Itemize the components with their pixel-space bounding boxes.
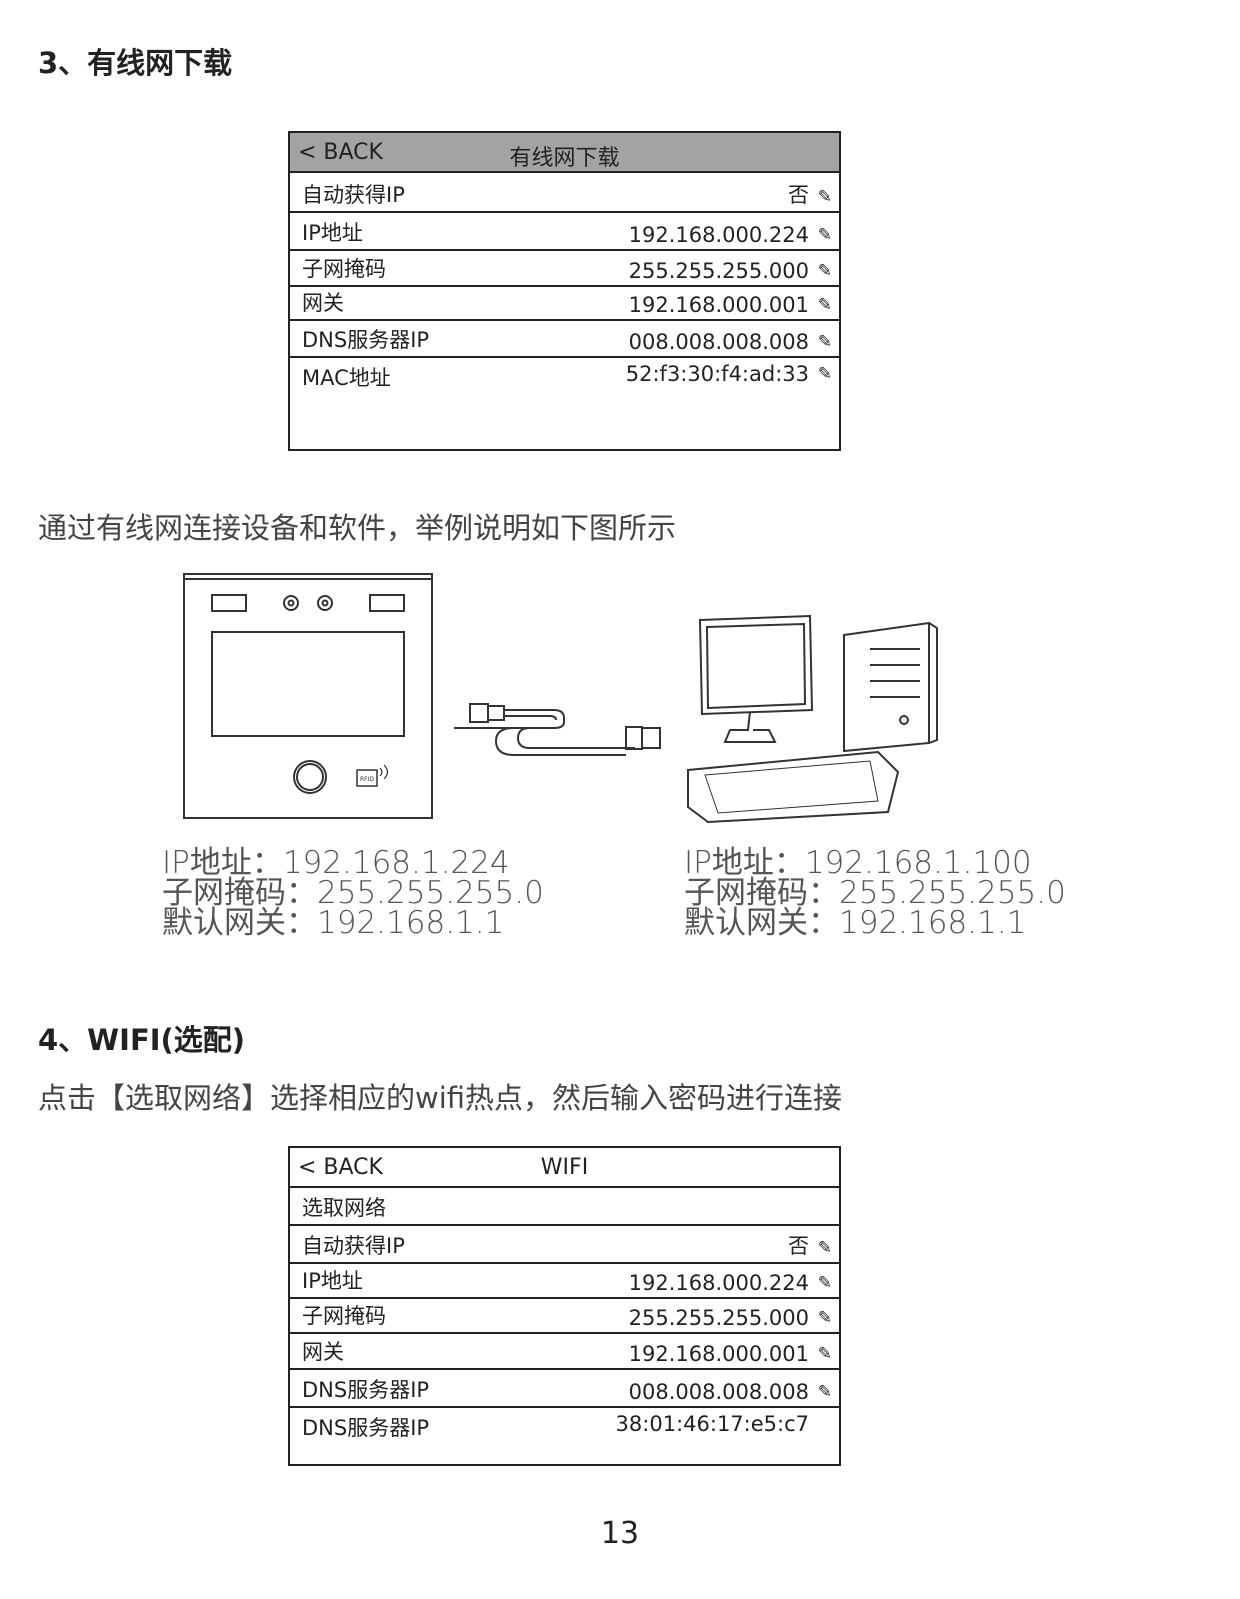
panel-title: WIFI: [540, 1155, 589, 1180]
camera-icon: [283, 595, 299, 611]
setting-row[interactable]: 自动获得IP 否 ✎: [290, 1226, 839, 1264]
setting-value: 255.255.255.000: [628, 259, 809, 283]
setting-row[interactable]: DNS服务器IP 38:01:46:17:e5:c7: [290, 1408, 839, 1462]
edit-pencil-icon[interactable]: ✎: [817, 295, 832, 315]
setting-label: DNS服务器IP: [302, 1416, 430, 1440]
page-number: 13: [600, 1516, 640, 1551]
edit-pencil-icon[interactable]: ✎: [817, 1308, 832, 1328]
section-4-heading: 4、WIFI(选配): [38, 1023, 246, 1057]
setting-value: 192.168.000.001: [628, 1342, 809, 1366]
edit-pencil-icon[interactable]: ✎: [817, 1382, 832, 1402]
setting-label: DNS服务器IP: [302, 1378, 430, 1402]
wifi-settings-panel: < BACK WIFI 选取网络自动获得IP 否 ✎ IP地址 192.168.000.…: [288, 1146, 841, 1466]
setting-value: 008.008.008.008: [628, 330, 809, 354]
wifi-intro: 点击【选取网络】选择相应的wifi热点，然后输入密码进行连接: [38, 1081, 843, 1115]
setting-value: 255.255.255.000: [628, 1306, 809, 1330]
edit-pencil-icon[interactable]: ✎: [817, 1273, 832, 1293]
setting-row[interactable]: 自动获得IP 否 ✎: [290, 173, 839, 213]
setting-label: DNS服务器IP: [302, 328, 430, 352]
edit-pencil-icon[interactable]: ✎: [817, 1238, 832, 1258]
setting-label: 选取网络: [302, 1196, 386, 1220]
rfid-icon: [356, 769, 378, 787]
setting-row[interactable]: IP地址 192.168.000.224 ✎: [290, 213, 839, 251]
setting-row[interactable]: 选取网络: [290, 1188, 839, 1226]
edit-pencil-icon[interactable]: ✎: [817, 261, 832, 281]
speaker-right-icon: [369, 594, 405, 612]
setting-label: IP地址: [302, 221, 363, 245]
setting-row[interactable]: DNS服务器IP 008.008.008.008 ✎: [290, 321, 839, 358]
setting-label: 网关: [302, 291, 344, 315]
edit-pencil-icon[interactable]: ✎: [817, 187, 832, 207]
setting-label: 子网掩码: [302, 1304, 386, 1328]
computer-illustration: [687, 614, 938, 824]
edit-pencil-icon[interactable]: ✎: [817, 225, 832, 245]
setting-row[interactable]: 网关 192.168.000.001 ✎: [290, 287, 839, 321]
setting-value: 52:f3:30:f4:ad:33: [625, 362, 809, 386]
setting-row[interactable]: 子网掩码 255.255.255.000 ✎: [290, 1299, 839, 1334]
setting-value: 008.008.008.008: [628, 1380, 809, 1404]
device-illustration: RFID: [183, 573, 433, 819]
setting-value: 192.168.000.001: [628, 293, 809, 317]
setting-value: 否: [788, 183, 809, 207]
setting-label: 自动获得IP: [302, 183, 405, 207]
setting-value: 38:01:46:17:e5:c7: [615, 1412, 809, 1436]
setting-row[interactable]: 网关 192.168.000.001 ✎: [290, 1334, 839, 1370]
back-button[interactable]: < BACK: [298, 1155, 383, 1180]
setting-label: 子网掩码: [302, 257, 386, 281]
setting-label: 自动获得IP: [302, 1234, 405, 1258]
panel-title: 有线网下载: [509, 146, 620, 171]
connection-illustration: RFID: [183, 573, 938, 824]
wired-intro: 通过有线网连接设备和软件，举例说明如下图所示: [38, 511, 677, 545]
svg-text:RFID: RFID: [360, 776, 374, 783]
section-3-heading: 3、有线网下载: [38, 46, 233, 80]
setting-value: 192.168.000.224: [628, 1271, 809, 1295]
setting-value: 192.168.000.224: [628, 223, 809, 247]
setting-label: MAC地址: [302, 366, 391, 390]
back-button[interactable]: < BACK: [298, 140, 383, 165]
setting-label: 网关: [302, 1340, 344, 1364]
device-screen: [211, 631, 405, 737]
wired-settings-panel: < BACK 有线网下载 自动获得IP 否 ✎ IP地址 192.168.000.224…: [288, 131, 841, 451]
ethernet-cable-icon: [454, 703, 661, 756]
fingerprint-icon: [293, 760, 327, 794]
panel-header: < BACK WIFI: [290, 1148, 839, 1188]
panel-header: < BACK 有线网下载: [290, 133, 839, 173]
setting-label: IP地址: [302, 1269, 363, 1293]
setting-value: 否: [788, 1234, 809, 1258]
edit-pencil-icon[interactable]: ✎: [817, 364, 832, 384]
edit-pencil-icon[interactable]: ✎: [817, 332, 832, 352]
setting-row[interactable]: MAC地址 52:f3:30:f4:ad:33 ✎: [290, 358, 839, 449]
setting-row[interactable]: 子网掩码 255.255.255.000 ✎: [290, 251, 839, 287]
speaker-left-icon: [211, 594, 247, 612]
edit-pencil-icon[interactable]: ✎: [817, 1344, 832, 1364]
setting-row[interactable]: IP地址 192.168.000.224 ✎: [290, 1264, 839, 1299]
setting-row[interactable]: DNS服务器IP 008.008.008.008 ✎: [290, 1370, 839, 1408]
